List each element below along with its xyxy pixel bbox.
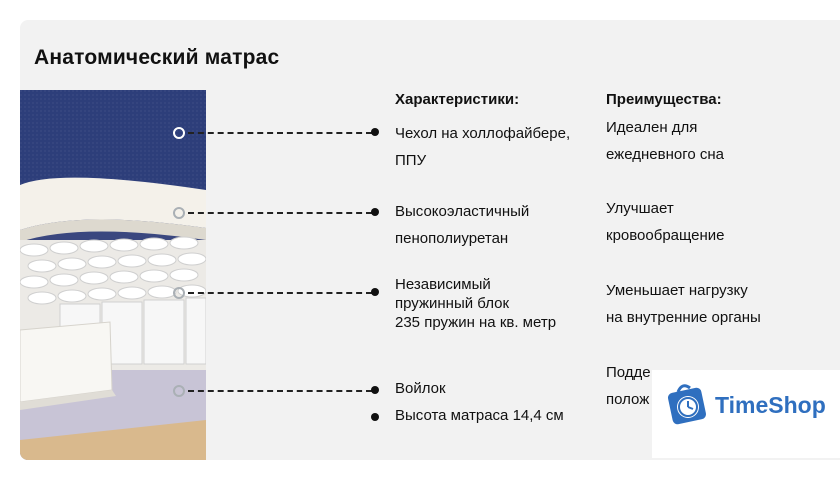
layer-marker-cover [173, 127, 185, 139]
advantage-organs: Уменьшает нагрузку на внутренние органы [606, 277, 826, 331]
advantages-header: Преимущества: [606, 91, 722, 108]
bullet-dot [371, 386, 379, 394]
characteristic-felt: Войлок [395, 380, 446, 397]
advantage-daily-sleep: Идеален для ежедневного сна [606, 114, 826, 168]
advantage-line: ежедневного сна [606, 146, 724, 163]
connector-line [188, 390, 372, 392]
page-title: Анатомический матрас [34, 46, 280, 69]
characteristic-springs: Независимый пружинный блок 235 пружин на… [395, 275, 615, 332]
clock-bag-icon [667, 384, 707, 425]
bullet-dot [371, 288, 379, 296]
mattress-illustration [20, 90, 206, 460]
characteristics-header: Характеристики: [395, 91, 520, 108]
bullet-dot [371, 208, 379, 216]
advantage-line: на внутренние органы [606, 309, 761, 326]
characteristic-height: Высота матраса 14,4 см [395, 407, 564, 424]
characteristic-line: ППУ [395, 152, 427, 169]
advantage-line: кровообращение [606, 227, 725, 244]
product-card: Анатомический матрас [20, 20, 840, 460]
timeshop-watermark: TimeShop [652, 370, 840, 458]
connector-line [188, 132, 372, 134]
characteristic-cover: Чехол на холлофайбере, ППУ [395, 120, 595, 174]
advantage-line: Уменьшает нагрузку [606, 282, 748, 299]
advantage-line: Улучшает [606, 200, 674, 217]
layer-marker-felt [173, 385, 185, 397]
brand-name: TimeShop [715, 392, 826, 418]
advantage-line: полож [606, 391, 650, 408]
characteristic-line: пенополиуретан [395, 230, 509, 247]
bullet-dot [371, 128, 379, 136]
characteristic-line: Чехол на холлофайбере, [395, 125, 571, 142]
layer-marker-springs [173, 287, 185, 299]
connector-line [188, 212, 372, 214]
bullet-dot [371, 413, 379, 421]
characteristic-line: Независимый [395, 276, 491, 293]
connector-line [188, 292, 372, 294]
advantage-line: Подде [606, 364, 651, 381]
layer-marker-foam [173, 207, 185, 219]
characteristic-line: Высокоэластичный [395, 203, 530, 220]
advantage-line: Идеален для [606, 119, 698, 136]
characteristic-foam: Высокоэластичный пенополиуретан [395, 198, 595, 252]
characteristic-line: 235 пружин на кв. метр [395, 314, 557, 331]
advantage-support: Подде полож [606, 359, 826, 413]
advantage-circulation: Улучшает кровообращение [606, 195, 826, 249]
characteristic-line: пружинный блок [395, 295, 510, 312]
